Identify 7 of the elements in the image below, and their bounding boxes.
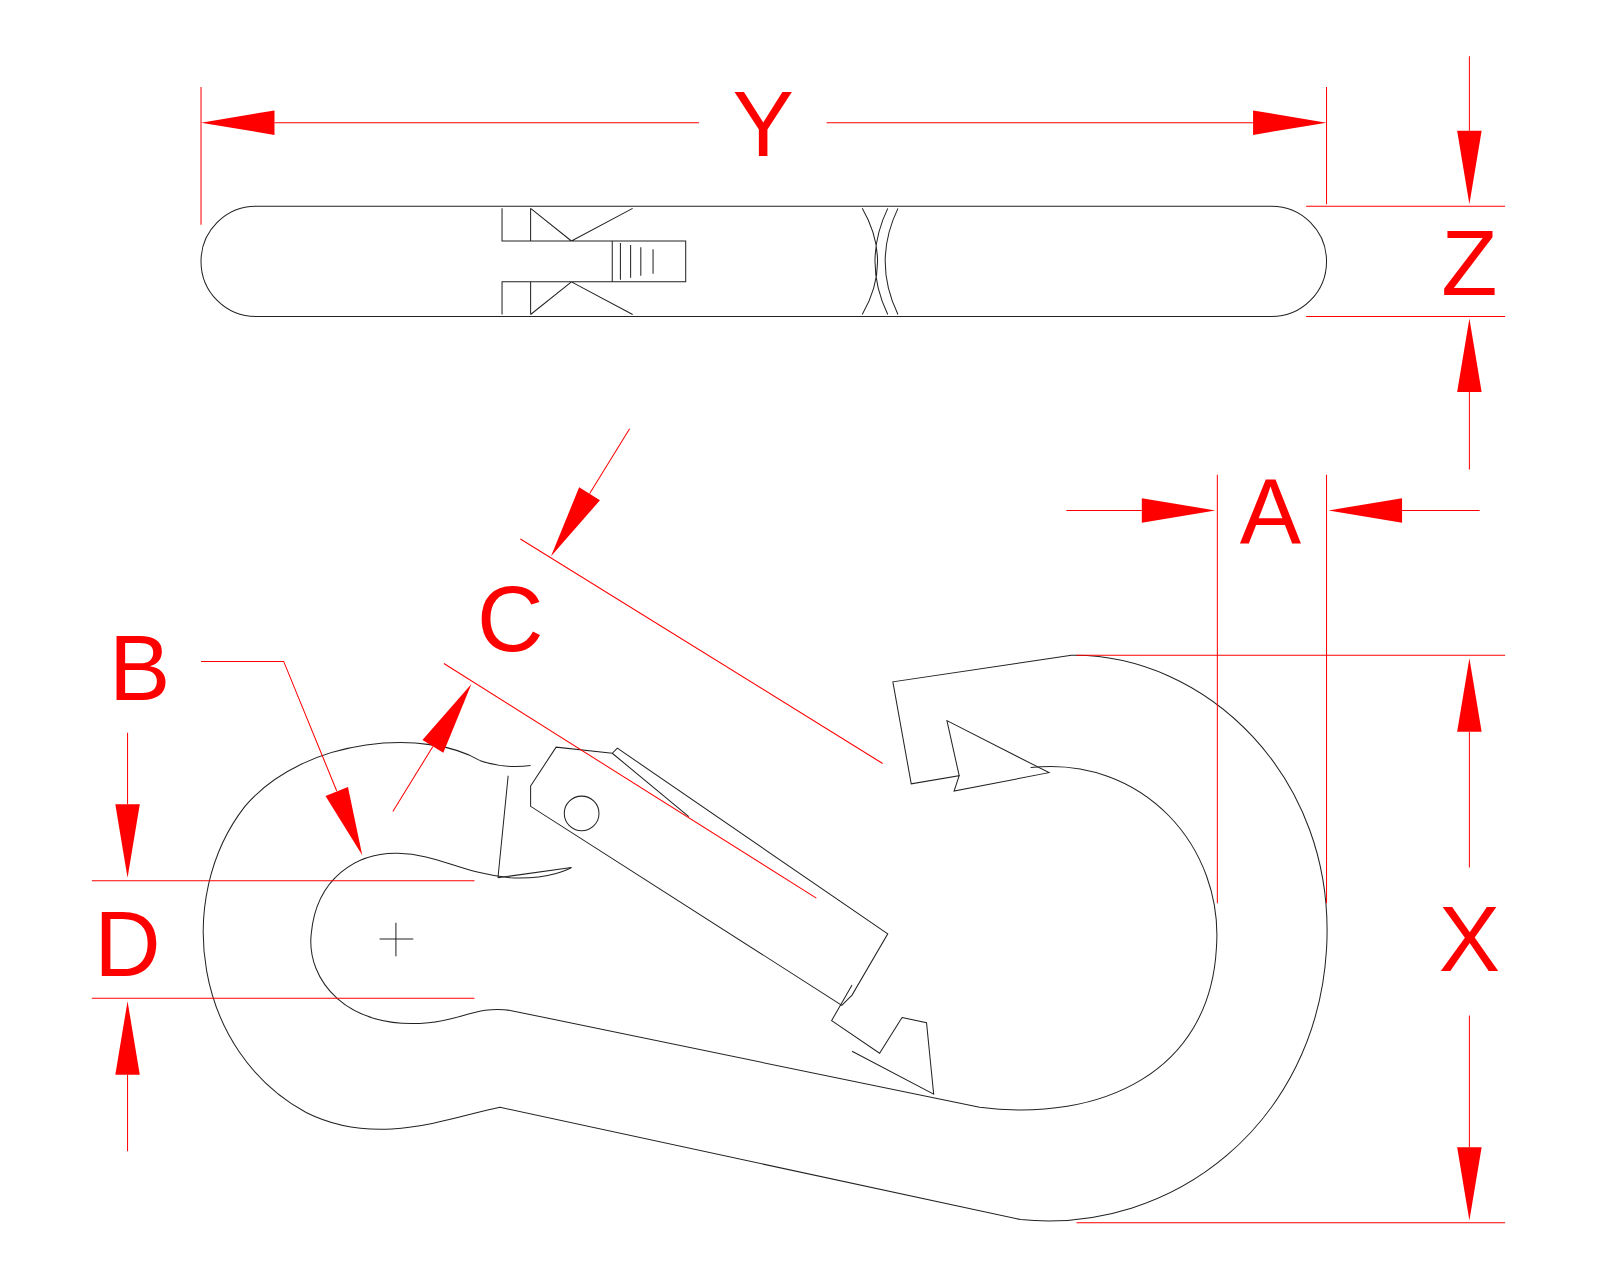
dimension-label: C (477, 573, 544, 666)
dimension-label: Y (732, 78, 794, 171)
dimension-label: B (109, 622, 171, 715)
dimension-label: A (1239, 466, 1302, 559)
dimension-label: Z (1441, 217, 1498, 310)
dimension-label: D (94, 897, 161, 990)
dimension-label: X (1438, 892, 1501, 985)
